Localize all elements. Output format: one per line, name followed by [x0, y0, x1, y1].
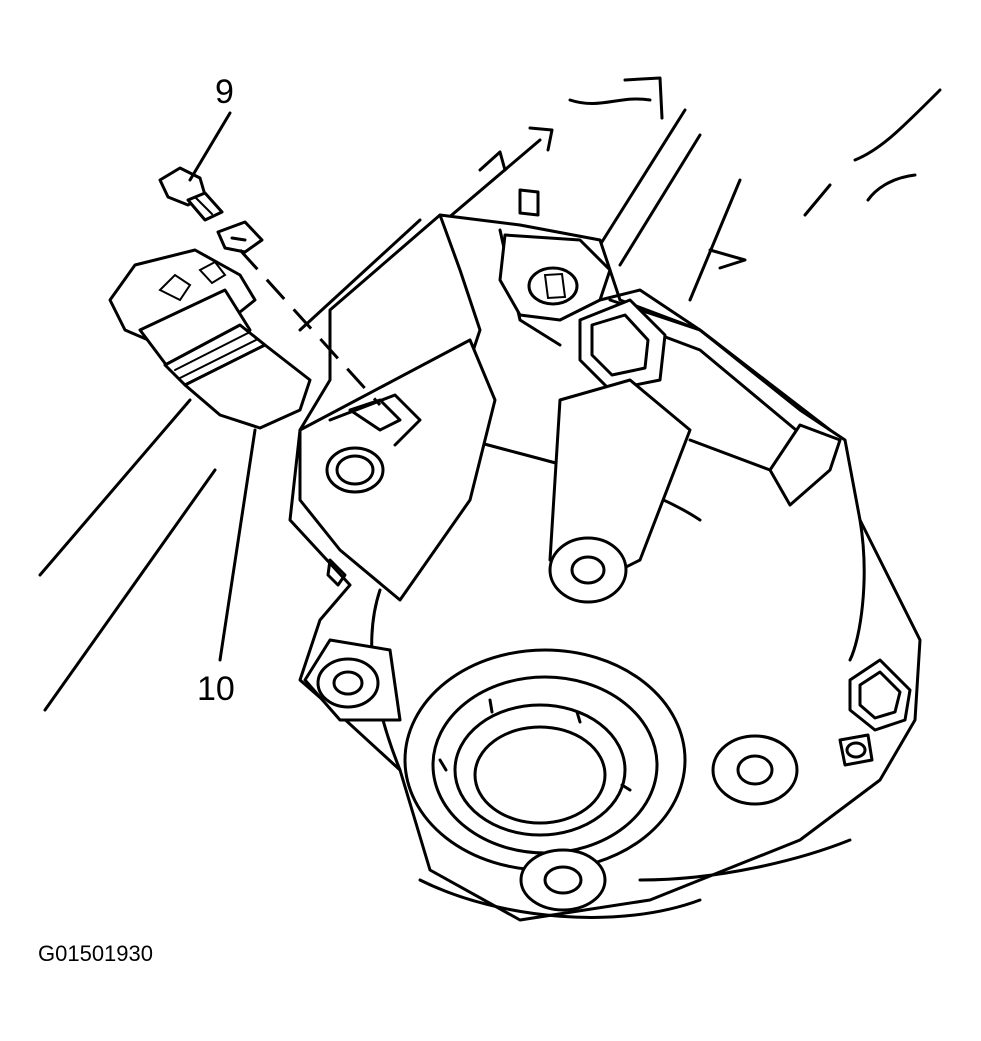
background-lines — [38, 76, 942, 712]
mounting-boss-left — [303, 638, 402, 722]
sensor-mount-pad — [298, 338, 497, 602]
callout-10: 10 — [197, 670, 235, 708]
mounting-boss-right — [711, 658, 912, 806]
output-housing — [403, 648, 687, 872]
figure-id: G01501930 — [38, 941, 153, 966]
housing-ribs — [548, 378, 842, 604]
installation-guide-line — [238, 248, 382, 407]
mounting-boss-top — [498, 188, 612, 322]
hex-bolt-upper-right — [578, 298, 667, 392]
leader-line-9 — [188, 111, 232, 182]
mounting-boss-bottom — [519, 848, 607, 912]
sensor-icon — [108, 248, 312, 430]
leader-line-10 — [218, 428, 257, 662]
callout-9: 9 — [215, 73, 234, 111]
bolt-icon — [158, 166, 264, 254]
